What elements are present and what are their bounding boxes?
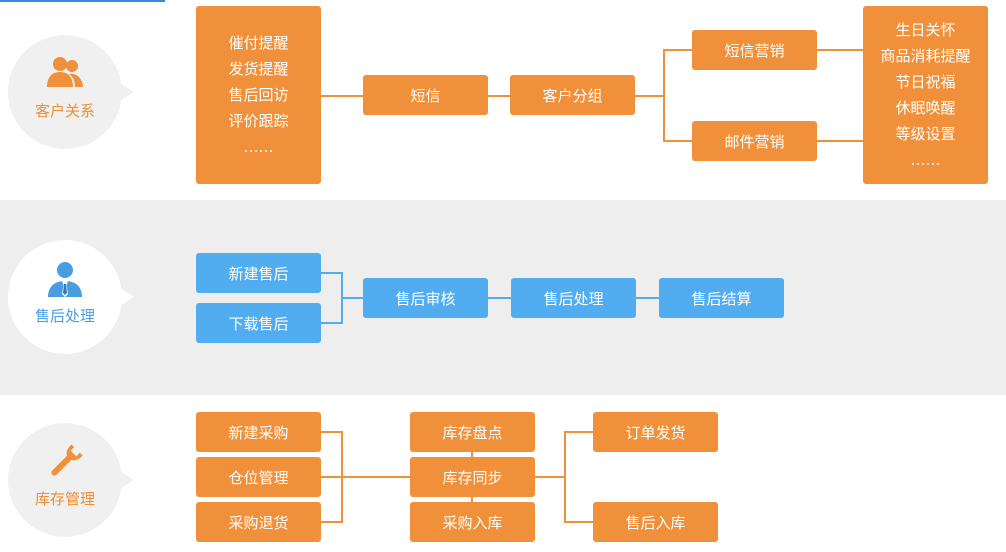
reminder-list-box: 催付提醒 发货提醒 售后回访 评价跟踪 ……: [196, 6, 321, 184]
connector: [488, 95, 510, 97]
connector: [817, 140, 863, 142]
top-accent-line: [0, 0, 165, 2]
connector: [564, 431, 593, 433]
connector: [321, 431, 343, 433]
aftersale-process-box: 售后处理: [511, 278, 636, 318]
crm-section: 客户关系 催付提醒 发货提醒 售后回访 评价跟踪 …… 短信 客户分组 短信营销…: [0, 0, 1006, 200]
care-item: 商品消耗提醒: [880, 47, 971, 65]
connector: [564, 431, 566, 523]
inventory-title: 库存管理: [34, 490, 95, 508]
connector: [564, 521, 593, 523]
connector: [663, 49, 665, 142]
care-item: 生日关怀: [895, 21, 956, 39]
aftersale-in-box: 售后入库: [593, 502, 718, 542]
connector: [663, 49, 692, 51]
care-item: ……: [910, 151, 941, 169]
aftersale-settle-box: 售后结算: [659, 278, 784, 318]
crm-badge: 客户关系: [8, 35, 134, 149]
order-ship-box: 订单发货: [593, 412, 718, 452]
location-manage-box: 仓位管理: [196, 457, 321, 497]
connector: [321, 322, 343, 324]
aftersale-section: 售后处理 新建售后 下载售后 售后审核 售后处理 售后结算: [0, 200, 1006, 395]
connector: [663, 140, 692, 142]
email-marketing-box: 邮件营销: [692, 121, 817, 161]
stocktake-box: 库存盘点: [410, 412, 535, 452]
care-list-box: 生日关怀 商品消耗提醒 节日祝福 休眠唤醒 等级设置 ……: [863, 6, 988, 184]
connector: [535, 476, 565, 478]
reminder-item: ……: [243, 138, 274, 156]
sms-marketing-box: 短信营销: [692, 30, 817, 70]
inventory-badge: 库存管理: [8, 423, 134, 537]
purchase-in-box: 采购入库: [410, 502, 535, 542]
new-aftersale-box: 新建售后: [196, 253, 321, 293]
connector: [636, 297, 659, 299]
connector: [321, 95, 363, 97]
connector: [817, 49, 863, 51]
aftersale-title: 售后处理: [34, 307, 95, 325]
connector: [321, 272, 343, 274]
service-person-icon: [46, 260, 84, 302]
aftersale-review-box: 售后审核: [363, 278, 488, 318]
connector: [635, 95, 664, 97]
users-icon: [45, 55, 85, 93]
wrench-icon: [46, 443, 84, 485]
inventory-section: 库存管理 新建采购 仓位管理 采购退货 库存盘点 库存同步 采购入库 订单发货 …: [0, 395, 1006, 552]
care-item: 等级设置: [895, 125, 956, 143]
connector: [488, 297, 511, 299]
new-purchase-box: 新建采购: [196, 412, 321, 452]
sms-box: 短信: [363, 75, 488, 115]
connector: [341, 476, 410, 478]
reminder-item: 发货提醒: [228, 60, 289, 78]
aftersale-badge: 售后处理: [8, 240, 134, 354]
care-item: 休眠唤醒: [895, 99, 956, 117]
download-aftersale-box: 下载售后: [196, 303, 321, 343]
stock-sync-box: 库存同步: [410, 457, 535, 497]
care-item: 节日祝福: [895, 73, 956, 91]
crm-title: 客户关系: [34, 102, 95, 120]
reminder-item: 催付提醒: [228, 34, 289, 52]
purchase-return-box: 采购退货: [196, 502, 321, 542]
connector: [341, 297, 363, 299]
reminder-item: 售后回访: [228, 86, 289, 104]
connector: [321, 521, 343, 523]
customer-group-box: 客户分组: [510, 75, 635, 115]
reminder-item: 评价跟踪: [228, 112, 289, 130]
connector: [321, 476, 343, 478]
